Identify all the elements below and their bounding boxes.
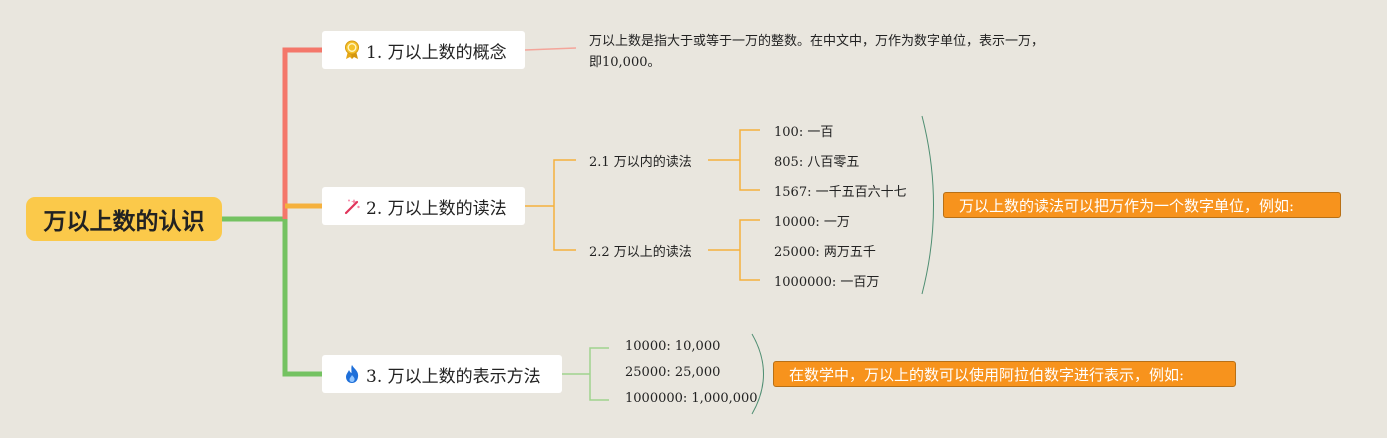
reading-connectors — [525, 129, 760, 281]
concept-note-line-1: 万以上数是指大于或等于一万的整数。在中文中，万作为数字单位，表示一万， — [589, 34, 1045, 49]
reading-example-item[interactable]: 25000: 两万五千 — [774, 245, 876, 260]
branch-3-connector — [282, 219, 322, 377]
reading-example-item[interactable]: 100: 一百 — [774, 125, 834, 140]
concept-note-connector — [524, 47, 577, 51]
representation-example-item[interactable]: 25000: 25,000 — [625, 365, 721, 380]
reading-example-item[interactable]: 805: 八百零五 — [774, 155, 860, 170]
topic-label: 1. 万以上数的概念 — [366, 42, 507, 63]
reading-summary-callout[interactable]: 万以上数的读法可以把万作为一个数字单位，例如: — [943, 192, 1341, 218]
magic-wand-icon — [342, 196, 362, 216]
representation-summary-callout[interactable]: 在数学中，万以上的数可以使用阿拉伯数字进行表示，例如: — [773, 361, 1236, 387]
reading-example-item[interactable]: 10000: 一万 — [774, 215, 850, 230]
subtopic-within-ten-thousand[interactable]: 2.1 万以内的读法 — [589, 155, 692, 170]
representation-connectors — [562, 347, 609, 401]
award-ribbon-icon — [342, 40, 362, 60]
topic-concept[interactable]: 1. 万以上数的概念 — [322, 31, 525, 69]
concept-note[interactable]: 万以上数是指大于或等于一万的整数。在中文中，万作为数字单位，表示一万， 即10,… — [589, 31, 1044, 73]
fire-icon — [342, 364, 362, 384]
reading-summary-bracket — [921, 115, 934, 295]
subtopic-above-ten-thousand[interactable]: 2.2 万以上的读法 — [589, 245, 692, 260]
topic-representation[interactable]: 3. 万以上数的表示方法 — [322, 355, 562, 393]
representation-example-item[interactable]: 10000: 10,000 — [625, 339, 721, 354]
representation-example-item[interactable]: 1000000: 1,000,000 — [625, 391, 758, 406]
concept-note-line-2: 即10,000。 — [589, 55, 661, 70]
branch-1-connector — [282, 47, 322, 219]
reading-example-item[interactable]: 1000000: 一百万 — [774, 275, 880, 290]
representation-summary-bracket — [751, 333, 764, 415]
topic-label: 2. 万以上数的读法 — [366, 198, 507, 219]
root-topic[interactable]: 万以上数的认识 — [26, 197, 222, 241]
reading-example-item[interactable]: 1567: 一千五百六十七 — [774, 185, 907, 200]
topic-reading[interactable]: 2. 万以上数的读法 — [322, 187, 525, 225]
topic-label: 3. 万以上数的表示方法 — [366, 366, 541, 387]
